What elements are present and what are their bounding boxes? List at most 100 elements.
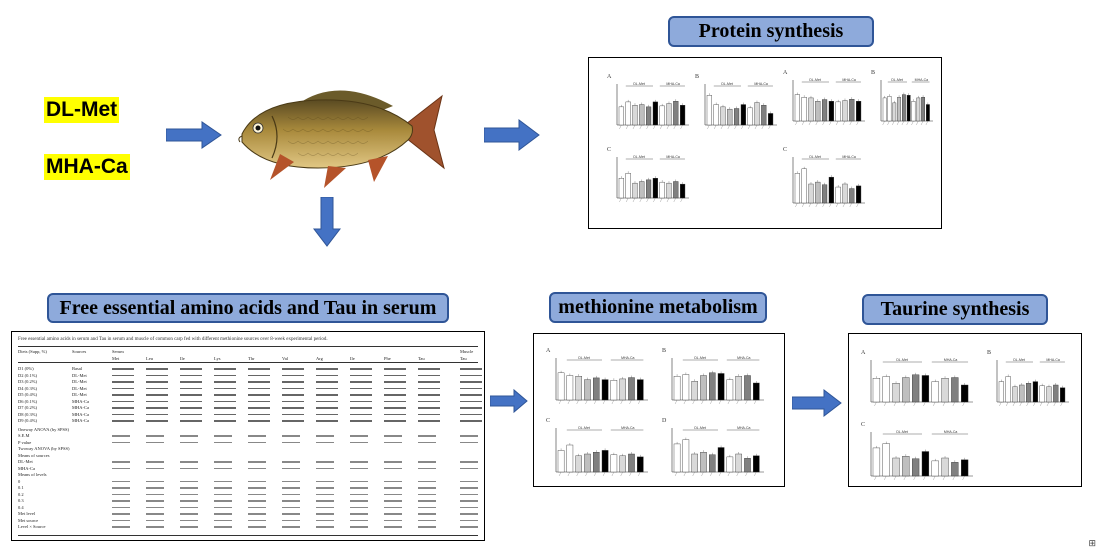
bar bbox=[856, 101, 862, 122]
bar bbox=[941, 457, 949, 477]
bar bbox=[619, 378, 626, 401]
group-label-mha-ca: MHA-Ca bbox=[621, 426, 634, 430]
group-label-mha-ca: MHA-Ca bbox=[621, 356, 634, 360]
table-row: D6 (0.1%)MHA-Ca bbox=[18, 398, 482, 405]
bar bbox=[733, 108, 740, 126]
free-amino-acids-title: Free essential amino acids and Tau in se… bbox=[47, 293, 449, 323]
bar bbox=[815, 101, 821, 122]
group-label-dl-met: DL-Met bbox=[578, 426, 590, 430]
bar bbox=[1025, 383, 1032, 403]
bar bbox=[632, 105, 638, 126]
bar bbox=[752, 455, 760, 473]
bar bbox=[625, 173, 631, 199]
bar bbox=[882, 97, 887, 122]
bar bbox=[1032, 381, 1038, 403]
bar bbox=[926, 104, 930, 122]
bar bbox=[659, 105, 665, 126]
table-header-cell: Sources bbox=[72, 349, 87, 354]
diet-cell: D5 (0.4%) bbox=[18, 392, 37, 397]
panel-label: B bbox=[695, 74, 699, 80]
bar bbox=[618, 106, 624, 126]
bar bbox=[931, 381, 939, 403]
corner-icon: ⊞ bbox=[1088, 539, 1096, 549]
bar bbox=[601, 379, 609, 401]
table-header-cell: Tau bbox=[460, 356, 467, 361]
input-dl-met: DL-Met bbox=[44, 97, 120, 123]
bar bbox=[652, 177, 658, 199]
diet-cell: D4 (0.3%) bbox=[18, 385, 37, 391]
bar bbox=[892, 102, 897, 122]
bar bbox=[872, 447, 881, 477]
table-row: D9 (0.4%)MHA-Ca bbox=[18, 418, 482, 424]
bar bbox=[794, 173, 800, 204]
table-header-cell: Serum bbox=[112, 349, 124, 354]
group-label-dl-met: DL-Met bbox=[1013, 358, 1025, 362]
table-row: Met level bbox=[18, 511, 478, 517]
bar bbox=[902, 455, 910, 477]
panel-label: C bbox=[607, 147, 611, 153]
group-label-dl-met: DL-Met bbox=[694, 426, 706, 430]
diet-cell: D3 (0.2%) bbox=[18, 379, 37, 384]
bar bbox=[752, 382, 760, 401]
table-row: P value bbox=[18, 440, 478, 446]
table-header-cell: Thr bbox=[248, 356, 255, 361]
bar bbox=[708, 372, 716, 401]
protein-synthesis-title: Protein synthesis bbox=[668, 16, 874, 47]
bar bbox=[808, 97, 814, 122]
bar bbox=[1053, 384, 1059, 403]
carp-fish-image bbox=[238, 90, 445, 188]
stats-label-cell: P value bbox=[18, 439, 32, 445]
panel-label: A bbox=[783, 70, 788, 76]
table-header-cell: Leu bbox=[146, 356, 153, 361]
table-row: Means of levels bbox=[18, 472, 478, 478]
bar bbox=[835, 101, 841, 122]
source-cell: DL-Met bbox=[72, 379, 87, 384]
arrow-right-icon bbox=[490, 388, 528, 414]
bar bbox=[1019, 384, 1025, 403]
table-row: 0 bbox=[18, 479, 478, 485]
table-header-cell: Met bbox=[112, 356, 120, 361]
table-row: D4 (0.3%) DL-Met bbox=[18, 385, 482, 392]
group-label-dl-met: DL-Met bbox=[633, 155, 645, 159]
table-header-cell: Ile bbox=[180, 356, 185, 361]
bar bbox=[557, 372, 565, 401]
bar bbox=[713, 104, 719, 126]
diet-cell: D6 (0.1%) bbox=[18, 398, 37, 404]
group-label-mha-ca: MHA-Ca bbox=[754, 82, 767, 86]
bar bbox=[691, 453, 698, 473]
group-label-mha-ca: MHA-Ca bbox=[915, 78, 928, 82]
bar bbox=[892, 383, 900, 403]
source-cell: MHA-Ca bbox=[72, 418, 89, 423]
stats-label-cell: 0 bbox=[18, 478, 21, 484]
bar bbox=[673, 376, 681, 401]
group-label-dl-met: DL-Met bbox=[896, 358, 908, 362]
bar bbox=[673, 101, 679, 126]
bar bbox=[679, 183, 686, 199]
stats-label-cell: Twoway ANOVA (by SPSS) bbox=[18, 446, 70, 451]
bar bbox=[673, 443, 681, 473]
table-row: D8 (0.3%)MHA-Ca bbox=[18, 412, 482, 418]
stats-label-cell: DL-Met bbox=[18, 459, 33, 464]
input-mha-ca: MHA-Ca bbox=[44, 154, 130, 180]
bar bbox=[921, 451, 930, 477]
source-cell: DL-Met bbox=[72, 385, 87, 391]
bar bbox=[794, 94, 800, 122]
group-label-dl-met: DL-Met bbox=[633, 82, 645, 86]
amino-acid-table: Free essential amino acids in serum and … bbox=[11, 331, 485, 541]
bar bbox=[601, 450, 609, 473]
diet-cell: D7 (0.2%) bbox=[18, 405, 37, 410]
arrow-right-icon bbox=[484, 119, 540, 151]
bar bbox=[593, 451, 600, 473]
bar bbox=[625, 101, 631, 126]
table-row: D2 (0.1%)DL-Met bbox=[18, 373, 482, 379]
